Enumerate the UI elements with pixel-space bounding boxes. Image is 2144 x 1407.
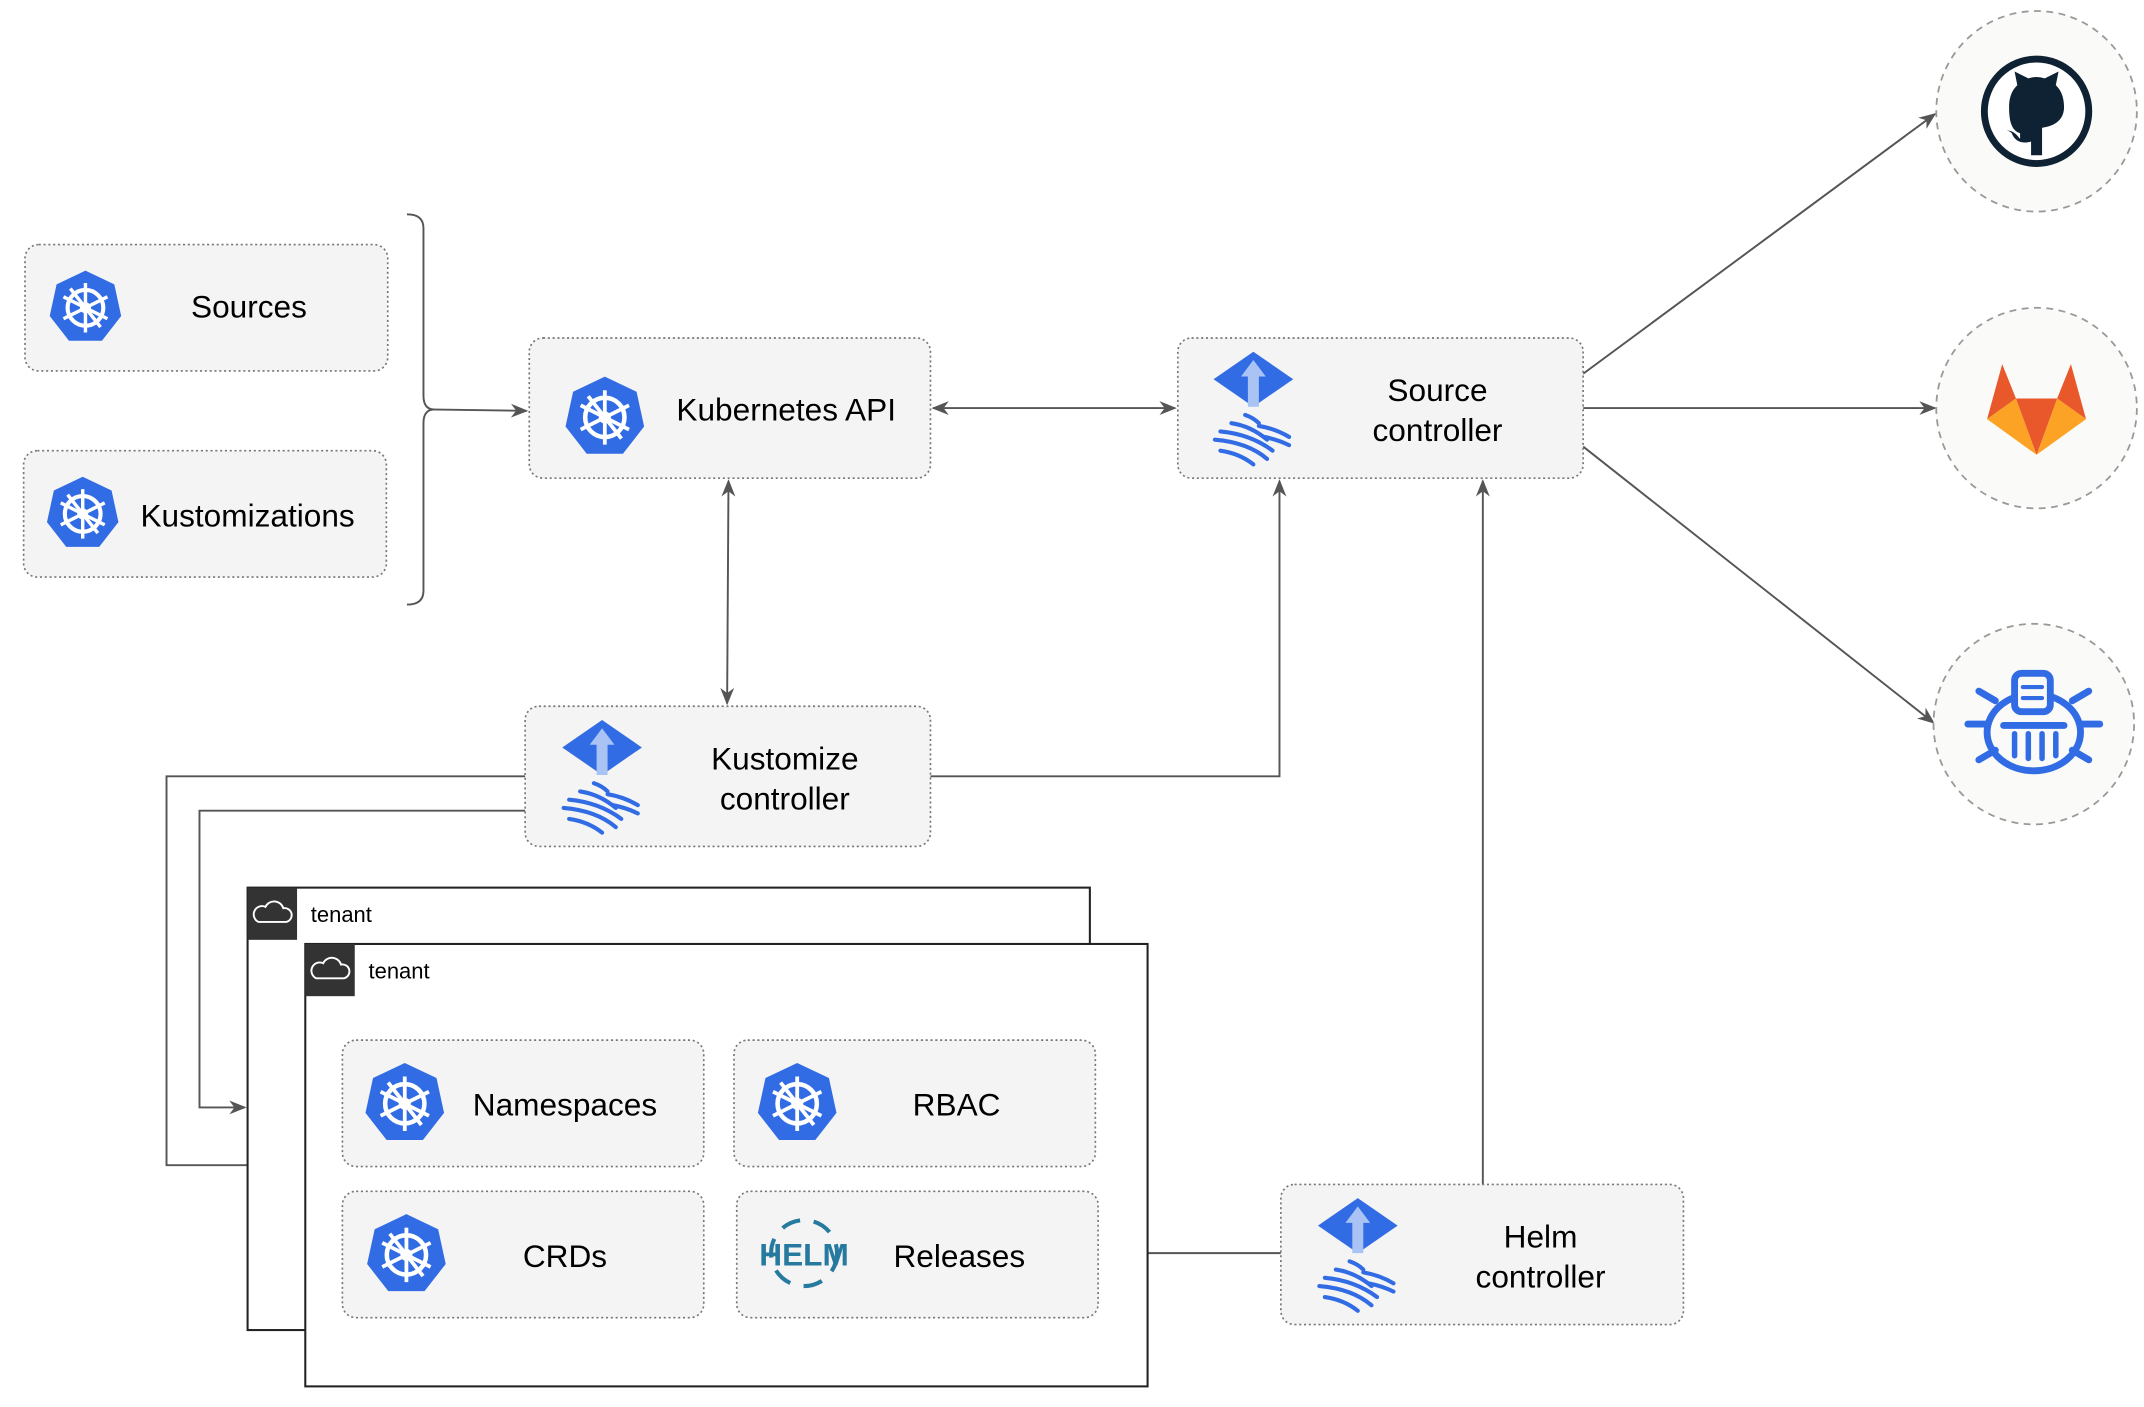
svg-text:Kustomize: Kustomize bbox=[711, 740, 858, 776]
node-crds: CRDs bbox=[341, 1190, 705, 1319]
cloud-icon bbox=[310, 956, 351, 980]
edge-kustomize-to-tenant-front bbox=[165, 775, 526, 1173]
edge-kustomize-to-tenant-back bbox=[198, 809, 526, 1115]
helm-icon: HELM bbox=[759, 1218, 849, 1289]
svg-text:HELM: HELM bbox=[759, 1236, 849, 1272]
edge-brace-to-k8s-api bbox=[428, 403, 529, 418]
gitlab-icon bbox=[1987, 364, 2087, 455]
svg-text:RBAC: RBAC bbox=[913, 1087, 1001, 1123]
svg-text:Kustomizations: Kustomizations bbox=[140, 497, 354, 533]
svg-text:controller: controller bbox=[720, 780, 850, 816]
cloud-icon bbox=[252, 900, 293, 923]
github-icon bbox=[1980, 55, 2093, 167]
svg-text:Source: Source bbox=[1387, 372, 1487, 408]
edge-k8s-api-kustomize-controller bbox=[720, 479, 736, 706]
node-kubernetes-api: Kubernetes API bbox=[528, 337, 932, 479]
svg-text:tenant: tenant bbox=[311, 902, 372, 927]
edge-kustomize-to-source bbox=[930, 479, 1287, 778]
svg-text:tenant: tenant bbox=[369, 958, 430, 983]
svg-text:Kubernetes API: Kubernetes API bbox=[676, 391, 896, 427]
bucket-icon bbox=[1964, 669, 2104, 775]
gitlab-node bbox=[1935, 306, 2138, 510]
github-node bbox=[1935, 10, 2138, 213]
svg-text:Namespaces: Namespaces bbox=[473, 1087, 657, 1123]
cloud-icon-bg bbox=[247, 887, 298, 940]
node-rbac: RBAC bbox=[733, 1039, 1097, 1168]
node-source-controller: Source controller bbox=[1176, 337, 1584, 479]
svg-text:Releases: Releases bbox=[893, 1238, 1025, 1274]
node-sources: Sources bbox=[24, 243, 389, 372]
node-namespaces: Namespaces bbox=[341, 1039, 705, 1168]
node-kustomizations: Kustomizations bbox=[22, 449, 388, 578]
svg-text:controller: controller bbox=[1373, 412, 1503, 448]
svg-text:controller: controller bbox=[1476, 1258, 1606, 1294]
svg-text:Sources: Sources bbox=[191, 288, 307, 324]
svg-text:CRDs: CRDs bbox=[523, 1238, 607, 1274]
edge-source-to-github bbox=[1582, 113, 1937, 375]
cloud-icon-bg bbox=[305, 943, 355, 997]
edge-source-to-bucket bbox=[1582, 445, 1935, 724]
node-releases: HELM Releases bbox=[735, 1190, 1099, 1319]
node-helm-controller: Helm controller bbox=[1280, 1183, 1685, 1326]
bucket-node bbox=[1932, 622, 2136, 826]
node-kustomize-controller: Kustomize controller bbox=[524, 705, 932, 848]
svg-text:Helm: Helm bbox=[1504, 1219, 1578, 1255]
